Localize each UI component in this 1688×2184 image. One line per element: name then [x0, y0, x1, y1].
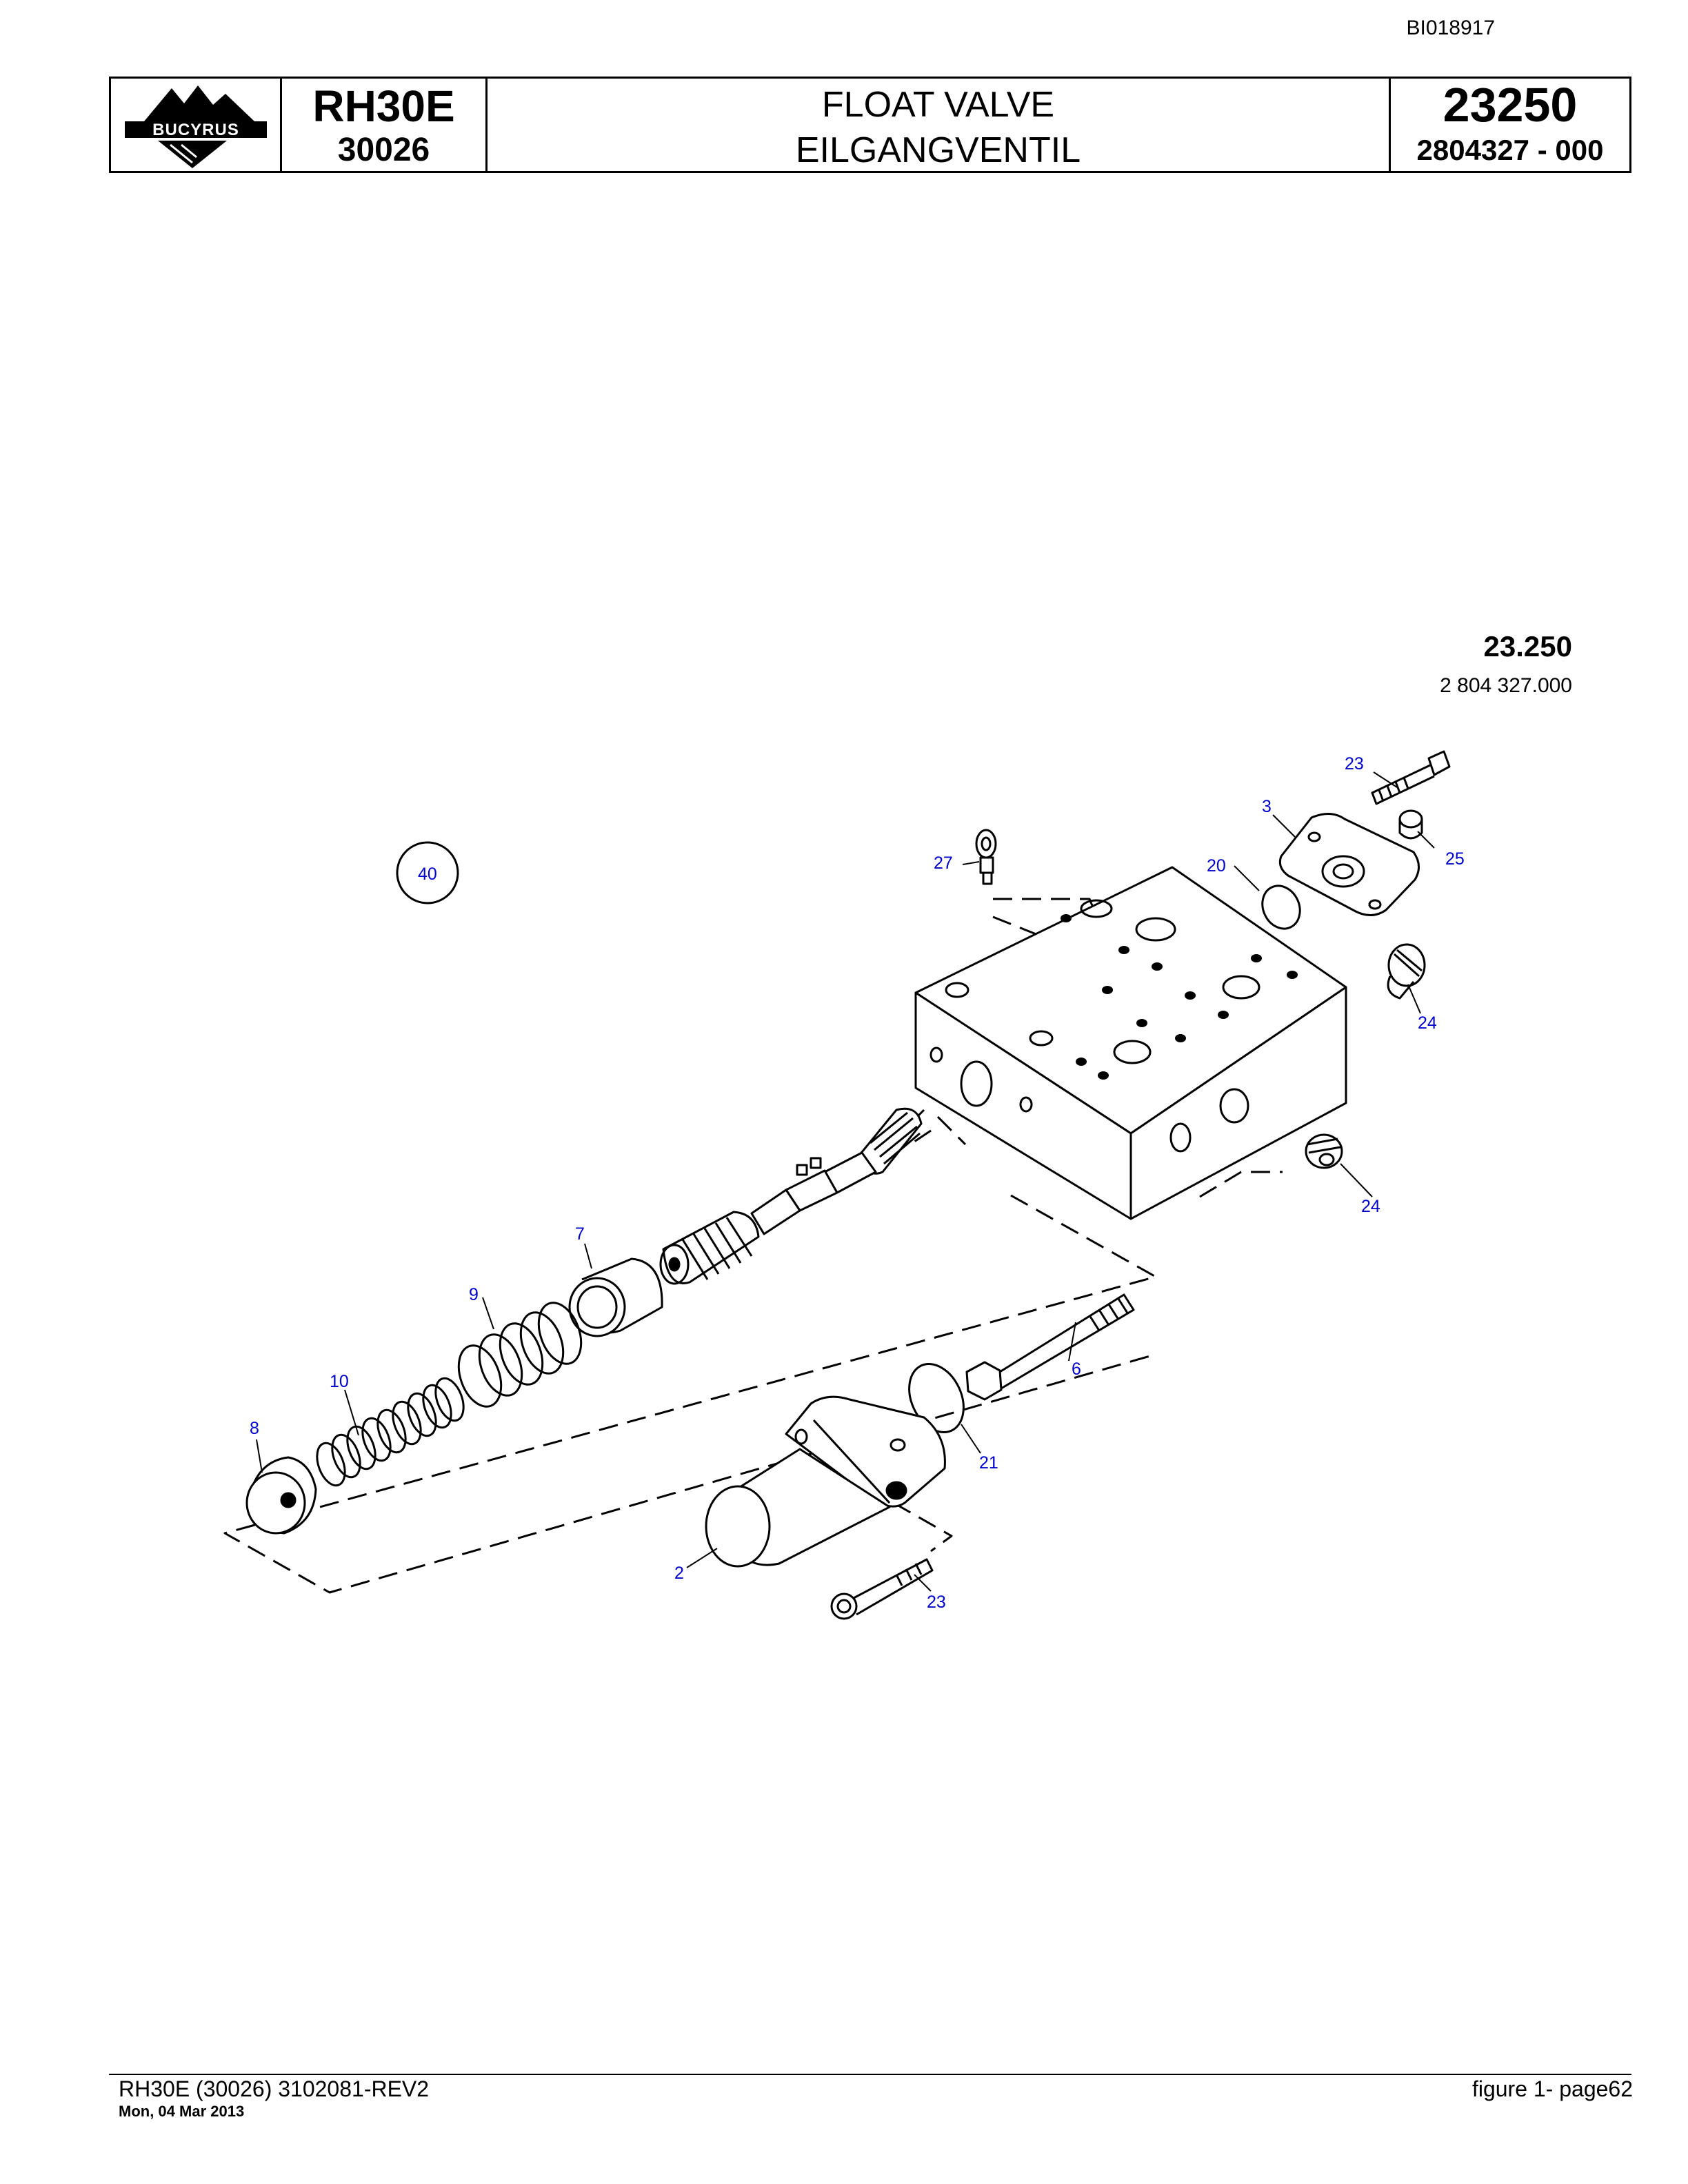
callout-23-top: 23	[1345, 754, 1364, 774]
bucyrus-logo: BUCYRUS	[124, 85, 267, 168]
callout-9: 9	[469, 1285, 479, 1304]
figure-number: 23.250	[1483, 630, 1572, 663]
item-40-circle	[396, 841, 459, 904]
callout-24-lower: 24	[1361, 1197, 1380, 1216]
callout-40: 40	[418, 865, 437, 884]
figure-part-number: 2 804 327.000	[1440, 674, 1572, 697]
plug-24-right	[1387, 943, 1426, 1000]
callouts: 23 3 25 20 27 40 24 24 7 9 10 8 6 21 2 2…	[250, 754, 1465, 1612]
housing-2	[705, 1395, 946, 1568]
footer-page-ref: figure 1- page62	[1471, 2076, 1633, 2101]
title-german: EILGANGVENTIL	[795, 130, 1081, 170]
document-id: BI018917	[1406, 17, 1495, 39]
callout-7: 7	[575, 1224, 585, 1244]
o-ring-21	[908, 1362, 965, 1434]
spring-seat-8	[245, 1456, 317, 1535]
cover-plate-3	[1278, 813, 1420, 916]
title-english: FLOAT VALVE	[821, 85, 1055, 125]
logo-text: BUCYRUS	[152, 121, 239, 139]
callout-10: 10	[330, 1372, 349, 1391]
callout-2: 2	[674, 1564, 684, 1583]
title-block: BUCYRUS RH30E 30026 FLOAT VALVE EILGANGV…	[109, 77, 1631, 173]
plug-25	[1398, 809, 1423, 840]
callout-27: 27	[934, 853, 953, 873]
callout-21: 21	[979, 1453, 998, 1473]
fitting-27	[975, 829, 997, 885]
model-cell: RH30E 30026	[282, 79, 488, 171]
callout-24-right: 24	[1418, 1013, 1437, 1033]
sleeve-7	[568, 1257, 663, 1337]
callout-8: 8	[250, 1419, 259, 1438]
group-number: 23250	[1443, 78, 1578, 132]
title-cell: FLOAT VALVE EILGANGVENTIL	[488, 79, 1391, 171]
spool-assembly	[659, 1107, 923, 1285]
valve-block	[914, 866, 1347, 1220]
callout-6: 6	[1072, 1359, 1081, 1379]
spring-10	[316, 1377, 465, 1487]
screw-6	[965, 1293, 1135, 1401]
number-cell: 23250 2804327 - 000	[1391, 79, 1629, 171]
footer-date: Mon, 04 Mar 2013	[119, 2103, 245, 2120]
leader-lines	[256, 771, 1435, 1592]
bolt-23-lower	[830, 1558, 934, 1620]
footer-rule	[109, 2074, 1631, 2075]
logo-cell: BUCYRUS	[111, 79, 282, 171]
o-ring-20	[1261, 884, 1301, 930]
model-serial: 30026	[337, 132, 430, 168]
model-name: RH30E	[312, 81, 455, 131]
spring-9	[457, 1302, 583, 1408]
bolt-23-top	[1371, 750, 1451, 805]
footer-document-ref: RH30E (30026) 3102081-REV2	[119, 2076, 430, 2101]
plug-24-lower	[1305, 1133, 1343, 1169]
part-number: 2804327 - 000	[1416, 134, 1604, 166]
callout-20: 20	[1207, 856, 1226, 876]
callout-23-lower: 23	[927, 1593, 946, 1612]
callout-25: 25	[1445, 849, 1465, 869]
callout-3: 3	[1262, 797, 1272, 816]
